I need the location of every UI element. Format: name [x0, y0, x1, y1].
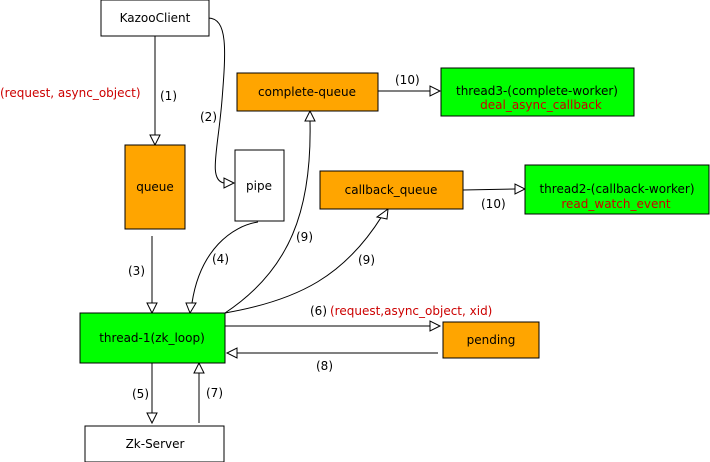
node-complete-queue-label: complete-queue — [258, 85, 356, 99]
node-pending: pending — [442, 321, 540, 359]
edge-10a-label: (10) — [395, 73, 420, 87]
node-kazooclient-label: KazooClient — [120, 11, 191, 25]
node-pipe-box — [234, 149, 285, 222]
edge-labels: (request, async_object) (1) (2) (3) (4) … — [0, 73, 506, 401]
edge-complete-queue-to-thread3-arrowhead — [429, 85, 442, 97]
node-thread1: thread-1(zk_loop) — [79, 312, 226, 364]
node-thread2-box — [524, 164, 710, 215]
edge-zkserver-to-thread1-arrowhead — [193, 361, 205, 374]
node-thread3-box — [440, 67, 635, 117]
edge-thread1-to-zkserver-arrowhead — [146, 412, 158, 425]
node-complete-queue: complete-queue — [236, 72, 379, 112]
edge-client-to-pipe-arrowhead — [223, 177, 236, 189]
node-thread2-sublabel: read_watch_event — [561, 197, 671, 211]
edge-2-label: (2) — [200, 110, 217, 124]
edge-1-label: (1) — [160, 89, 177, 103]
node-thread3-label: thread3-(complete-worker) — [456, 84, 618, 98]
edge-4-label: (4) — [212, 252, 229, 266]
edge-callback-queue-to-thread2-arrowhead — [514, 183, 527, 195]
node-zkserver-box — [84, 425, 225, 462]
node-pending-box — [442, 321, 540, 359]
node-queue: queue — [124, 144, 186, 230]
node-thread2-label: thread2-(callback-worker) — [539, 182, 694, 196]
node-callback-queue-box — [319, 170, 464, 210]
node-kazooclient: KazooClient — [100, 0, 210, 37]
node-zkserver-label: Zk-Server — [126, 437, 185, 451]
node-thread3: thread3-(complete-worker) deal_async_cal… — [440, 67, 635, 117]
node-queue-label: queue — [136, 180, 174, 194]
edge-1-note: (request, async_object) — [0, 86, 141, 100]
edge-8-label: (8) — [316, 359, 333, 373]
node-pipe-label: pipe — [246, 179, 272, 193]
node-pending-label: pending — [467, 333, 516, 347]
edge-9a-label: (9) — [296, 230, 313, 244]
node-thread1-box — [79, 312, 226, 364]
edge-7-label: (7) — [206, 386, 223, 400]
edge-3-label: (3) — [128, 264, 145, 278]
node-kazooclient-box — [100, 0, 210, 37]
node-thread1-label: thread-1(zk_loop) — [99, 331, 205, 345]
edge-5-label: (5) — [132, 387, 149, 401]
node-thread2: thread2-(callback-worker) read_watch_eve… — [524, 164, 710, 215]
node-queue-box — [124, 144, 186, 230]
node-thread3-sublabel: deal_async_callback — [480, 98, 602, 112]
edge-6-note: (request,async_object, xid) — [330, 304, 492, 318]
edge-9b-label: (9) — [358, 253, 375, 267]
edge-client-to-queue-arrowhead — [149, 134, 161, 147]
node-callback-queue: callback_queue — [319, 170, 464, 210]
node-complete-queue-box — [236, 72, 379, 112]
edge-queue-to-thread1-arrowhead — [146, 302, 158, 315]
edge-pipe-to-thread1 — [191, 221, 259, 304]
edge-client-to-pipe — [207, 17, 226, 184]
node-zkserver: Zk-Server — [84, 425, 225, 462]
edge-10b-label: (10) — [481, 197, 506, 211]
edge-6-label: (6) — [310, 304, 327, 318]
edge-pipe-to-thread1-arrowhead — [185, 302, 197, 315]
node-callback-queue-label: callback_queue — [345, 183, 438, 197]
edges — [146, 17, 527, 425]
node-pipe: pipe — [234, 149, 285, 222]
edge-thread1-to-callback-queue — [224, 215, 383, 314]
edge-callback-queue-to-thread2 — [462, 188, 516, 191]
edge-thread1-to-pending-arrowhead — [429, 320, 442, 332]
edge-thread1-to-complete-queue — [224, 120, 311, 314]
edge-thread1-to-complete-queue-arrowhead — [304, 109, 316, 122]
edge-thread1-to-callback-queue-arrowhead — [375, 207, 389, 220]
edge-pending-to-thread1-arrowhead — [225, 347, 238, 359]
